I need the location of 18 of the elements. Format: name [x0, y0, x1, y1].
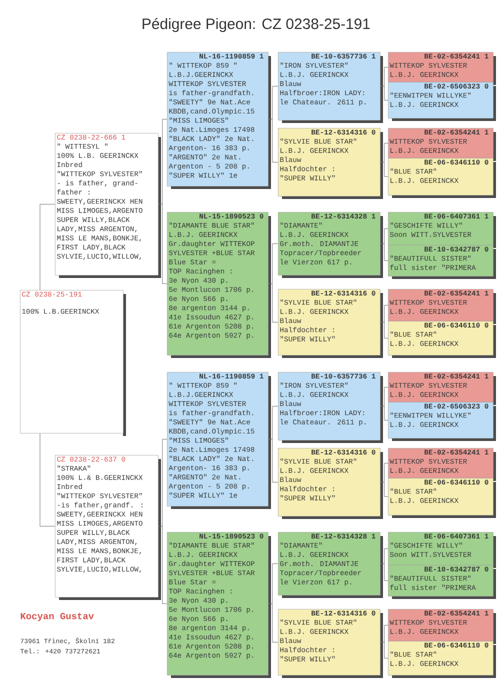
- connector-line: [380, 563, 388, 581]
- connector-line: [158, 204, 168, 284]
- connector-line: [380, 406, 388, 420]
- connector-line: [40, 433, 56, 526]
- connector-line: [268, 283, 278, 322]
- connector-line: [380, 86, 388, 100]
- connector-line: [40, 204, 56, 290]
- connector-line: [380, 322, 388, 338]
- connector-line: [380, 642, 388, 658]
- connector-line: [158, 526, 168, 604]
- connector-line: [380, 243, 388, 261]
- connector-line: [268, 603, 278, 642]
- connector-line: [268, 118, 278, 162]
- title: Pédigree Pigeon: CZ 0238-25-191: [142, 18, 370, 32]
- connector-line: [380, 482, 388, 497]
- connector-line: [380, 162, 388, 177]
- connector-line: [268, 438, 278, 482]
- breeder-name: Kocyan Gustav: [20, 612, 94, 622]
